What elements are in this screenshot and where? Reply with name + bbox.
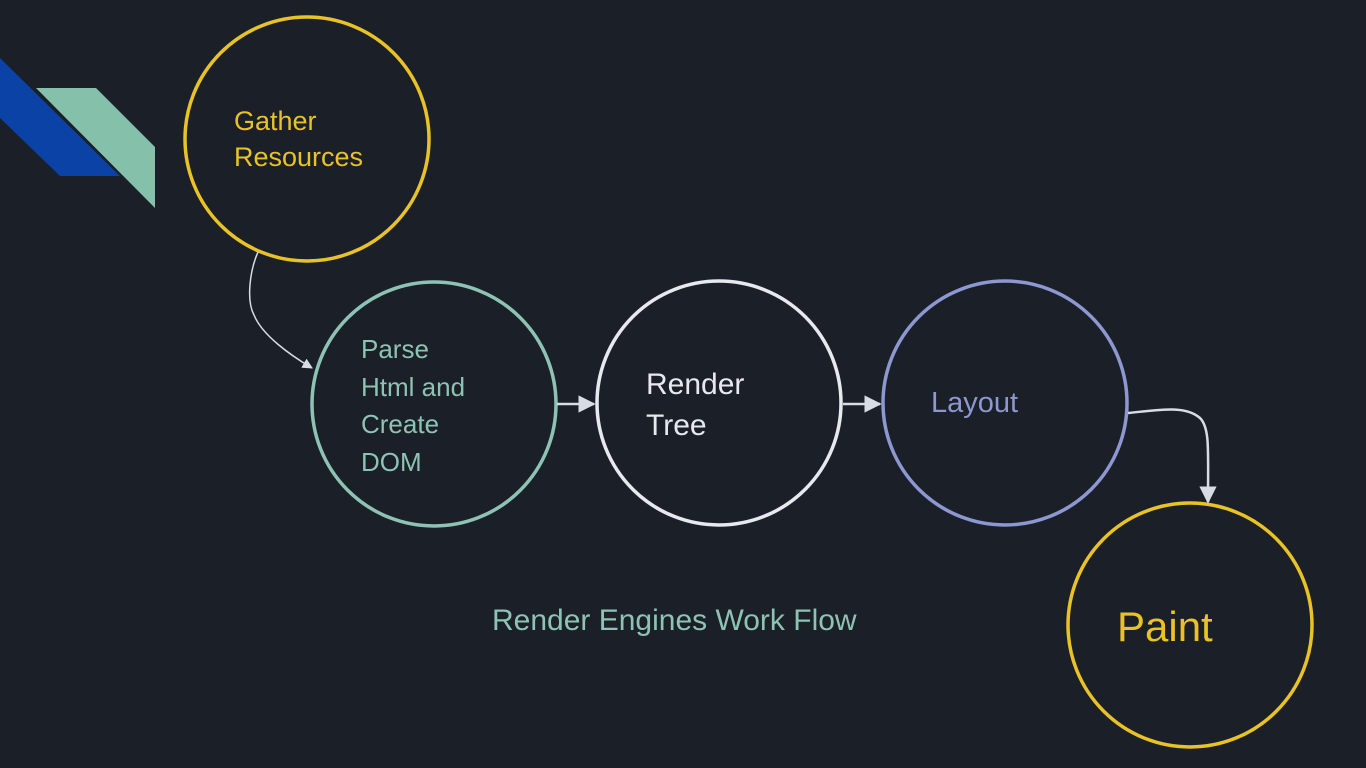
diagram-title: Render Engines Work Flow xyxy=(492,604,857,637)
node-layout-label: Layout xyxy=(931,386,1018,421)
decor-blue-stripe xyxy=(0,58,120,176)
node-label-line: Create xyxy=(361,409,440,439)
node-render-tree-circle xyxy=(595,279,843,527)
node-parse-circle xyxy=(310,280,558,528)
node-parse-label: Parse Html and Create DOM xyxy=(361,331,465,481)
node-label-line: Layout xyxy=(931,387,1019,419)
node-label-line: Tree xyxy=(646,409,707,442)
node-label-line: DOM xyxy=(361,446,422,477)
decor-mint-stripe xyxy=(36,88,155,208)
node-label-line: Gather xyxy=(234,106,317,136)
node-paint-circle xyxy=(1066,501,1314,749)
node-gather-resources-label: Gather Resources xyxy=(234,103,363,175)
edge-layout-to-paint xyxy=(1127,408,1217,504)
node-gather-resources-circle xyxy=(183,15,431,263)
node-render-tree-label: Render Tree xyxy=(646,364,744,446)
node-label-line: Paint xyxy=(1117,603,1213,650)
node-layout-circle xyxy=(881,279,1129,527)
node-label-line: Resources xyxy=(234,142,364,172)
node-label-line: Render xyxy=(646,368,745,401)
node-paint-label: Paint xyxy=(1117,602,1213,652)
edge-gather-to-parse xyxy=(248,251,313,369)
node-label-line: Html and xyxy=(361,371,466,402)
node-label-line: Parse xyxy=(361,334,429,364)
